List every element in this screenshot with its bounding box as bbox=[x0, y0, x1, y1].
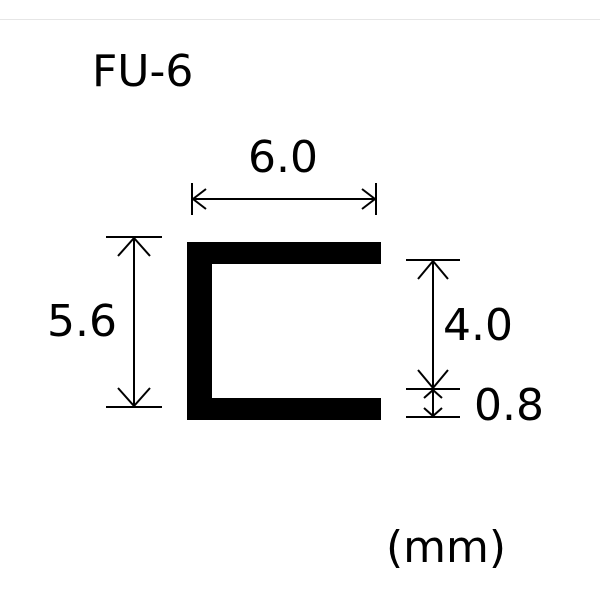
width-dimension bbox=[191, 183, 377, 215]
thickness-label: 0.8 bbox=[474, 380, 544, 431]
top-divider bbox=[0, 19, 600, 20]
height-dimension bbox=[106, 236, 162, 408]
inner-height-label: 4.0 bbox=[443, 300, 513, 351]
width-label: 6.0 bbox=[248, 132, 318, 183]
height-label: 5.6 bbox=[47, 296, 117, 347]
channel-profile bbox=[187, 242, 381, 420]
profile-title: FU-6 bbox=[92, 46, 194, 97]
unit-label: (mm) bbox=[386, 522, 507, 573]
thickness-dimension bbox=[406, 388, 460, 418]
